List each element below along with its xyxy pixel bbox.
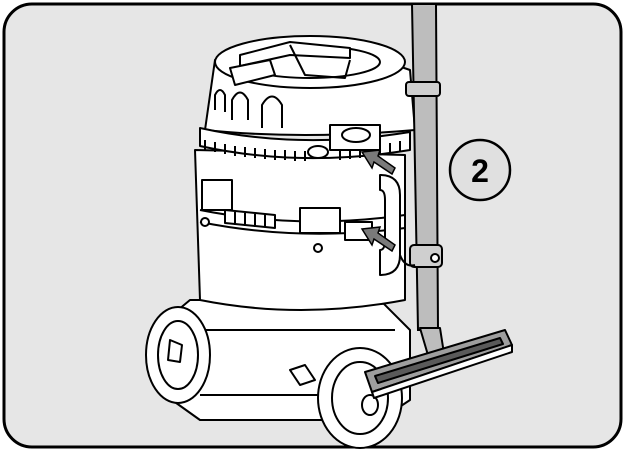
extension-tube-icon: [399, 3, 443, 331]
insertion-arrow-icon: [360, 149, 396, 253]
upper-arrow: [360, 149, 396, 176]
vacuum-cleaner-icon: [145, 35, 416, 449]
step-number-badge: [448, 138, 512, 202]
right-rear-wheel: [317, 347, 403, 449]
lower-arrow: [360, 226, 396, 253]
left-caster-wheel: [145, 306, 211, 404]
step-number: 2: [471, 153, 489, 189]
floor-nozzle-icon: [364, 327, 513, 399]
step-callout: 2: [448, 138, 512, 202]
